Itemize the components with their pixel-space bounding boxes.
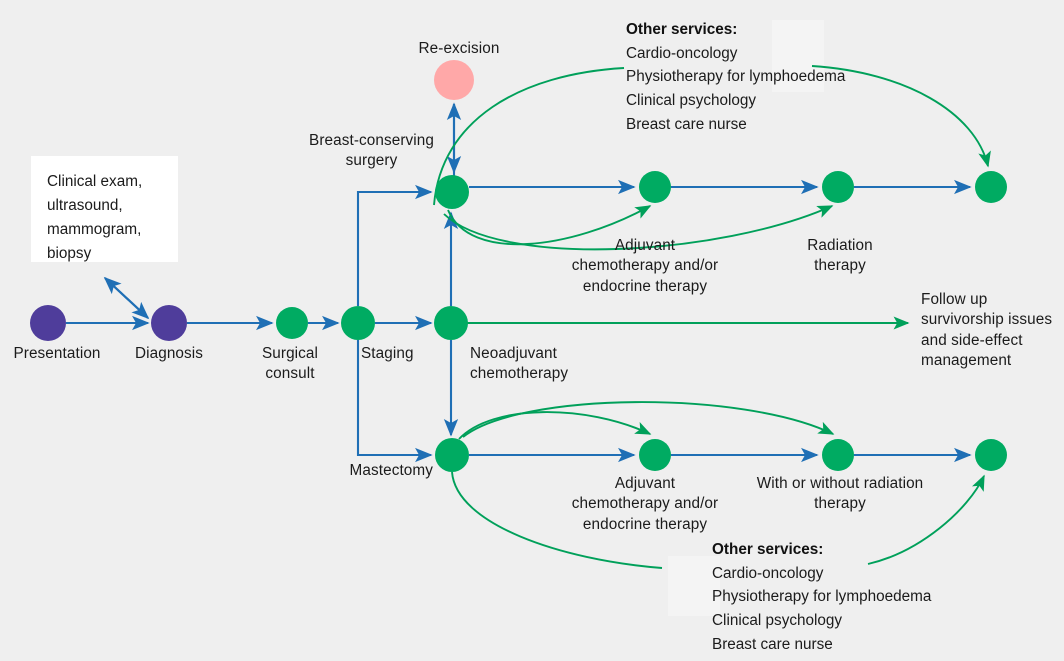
other-services-item: Physiotherapy for lymphoedema — [712, 588, 932, 606]
node-radiation-therapy-top[interactable] — [822, 171, 854, 203]
diagnostics-line: biopsy — [47, 245, 92, 263]
label-mastectomy: Mastectomy — [349, 462, 433, 479]
edge-mastectomy-to-otherservices-bottom — [451, 471, 663, 569]
edge-mastectomy-to-radiation-bottom — [462, 401, 835, 438]
node-diagnosis[interactable] — [151, 305, 187, 341]
node-breast-conserving-surgery[interactable] — [435, 175, 469, 209]
edge-otherservices-bottom-to-end — [867, 474, 985, 565]
diagnostics-line: ultrasound, — [47, 197, 123, 215]
edge-bcs-to-radiation-top — [443, 205, 834, 251]
label-adjuvant-therapy-top: Adjuvant chemotherapy and/or endocrine t… — [571, 237, 719, 295]
diagnostics-line: mammogram, — [47, 221, 142, 239]
ghost-block-bottom — [668, 556, 720, 616]
node-endpoint-top[interactable] — [975, 171, 1007, 203]
edge-diagnosis-to-diagnostics — [103, 276, 149, 319]
other-services-bottom: Other services: Cardio-oncology Physioth… — [712, 538, 931, 657]
other-services-item: Breast care nurse — [712, 635, 833, 653]
node-presentation[interactable] — [30, 305, 66, 341]
label-re-excision: Re-excision — [418, 40, 500, 57]
node-endpoint-bottom[interactable] — [975, 439, 1007, 471]
node-radiation-therapy-bottom[interactable] — [822, 439, 854, 471]
label-surgical-consult: Surgical consult — [261, 345, 319, 383]
other-services-heading: Other services: — [626, 21, 738, 38]
node-mastectomy[interactable] — [435, 438, 469, 472]
other-services-item: Breast care nurse — [626, 115, 747, 133]
node-re-excision[interactable] — [434, 60, 474, 100]
diagnostics-panel: Clinical exam, ultrasound, mammogram, bi… — [31, 156, 178, 262]
label-follow-up: Follow up survivorship issues and side-e… — [921, 291, 1053, 370]
ghost-block-top — [772, 20, 824, 92]
label-diagnosis: Diagnosis — [134, 345, 204, 362]
other-services-heading: Other services: — [712, 541, 824, 558]
edge-otherservices-top-to-end — [811, 65, 991, 168]
label-neoadjuvant-chemotherapy: Neoadjuvant chemotherapy — [470, 345, 569, 383]
label-breast-conserving-surgery: Breast-conserving surgery — [309, 132, 434, 170]
node-surgical-consult[interactable] — [276, 307, 308, 339]
label-radiation-therapy-top: Radiation therapy — [807, 237, 873, 275]
other-services-item: Cardio-oncology — [712, 564, 824, 582]
node-adjuvant-therapy-top[interactable] — [639, 171, 671, 203]
diagnostics-line: Clinical exam, — [47, 173, 143, 190]
label-staging: Staging — [361, 345, 414, 362]
other-services-item: Physiotherapy for lymphoedema — [626, 68, 846, 86]
other-services-item: Clinical psychology — [712, 612, 843, 630]
edge-mastectomy-to-adjuvant-bottom — [458, 411, 652, 440]
label-adjuvant-therapy-bottom: Adjuvant chemotherapy and/or endocrine t… — [571, 475, 719, 533]
node-adjuvant-therapy-bottom[interactable] — [639, 439, 671, 471]
edge-staging-bcs — [356, 184, 433, 306]
other-services-item: Cardio-oncology — [626, 44, 738, 62]
edge-bcs-to-otherservices-top — [433, 67, 625, 206]
edge-bcs-to-adjuvant-top — [447, 205, 652, 246]
label-presentation: Presentation — [13, 345, 101, 362]
label-radiation-therapy-bottom: With or without radiation therapy — [756, 475, 924, 513]
edge-staging-mastectomy — [356, 340, 433, 463]
other-services-item: Clinical psychology — [626, 92, 757, 110]
node-neoadjuvant-chemotherapy[interactable] — [434, 306, 468, 340]
other-services-top: Other services: Cardio-oncology Physioth… — [626, 18, 845, 137]
node-staging[interactable] — [341, 306, 375, 340]
